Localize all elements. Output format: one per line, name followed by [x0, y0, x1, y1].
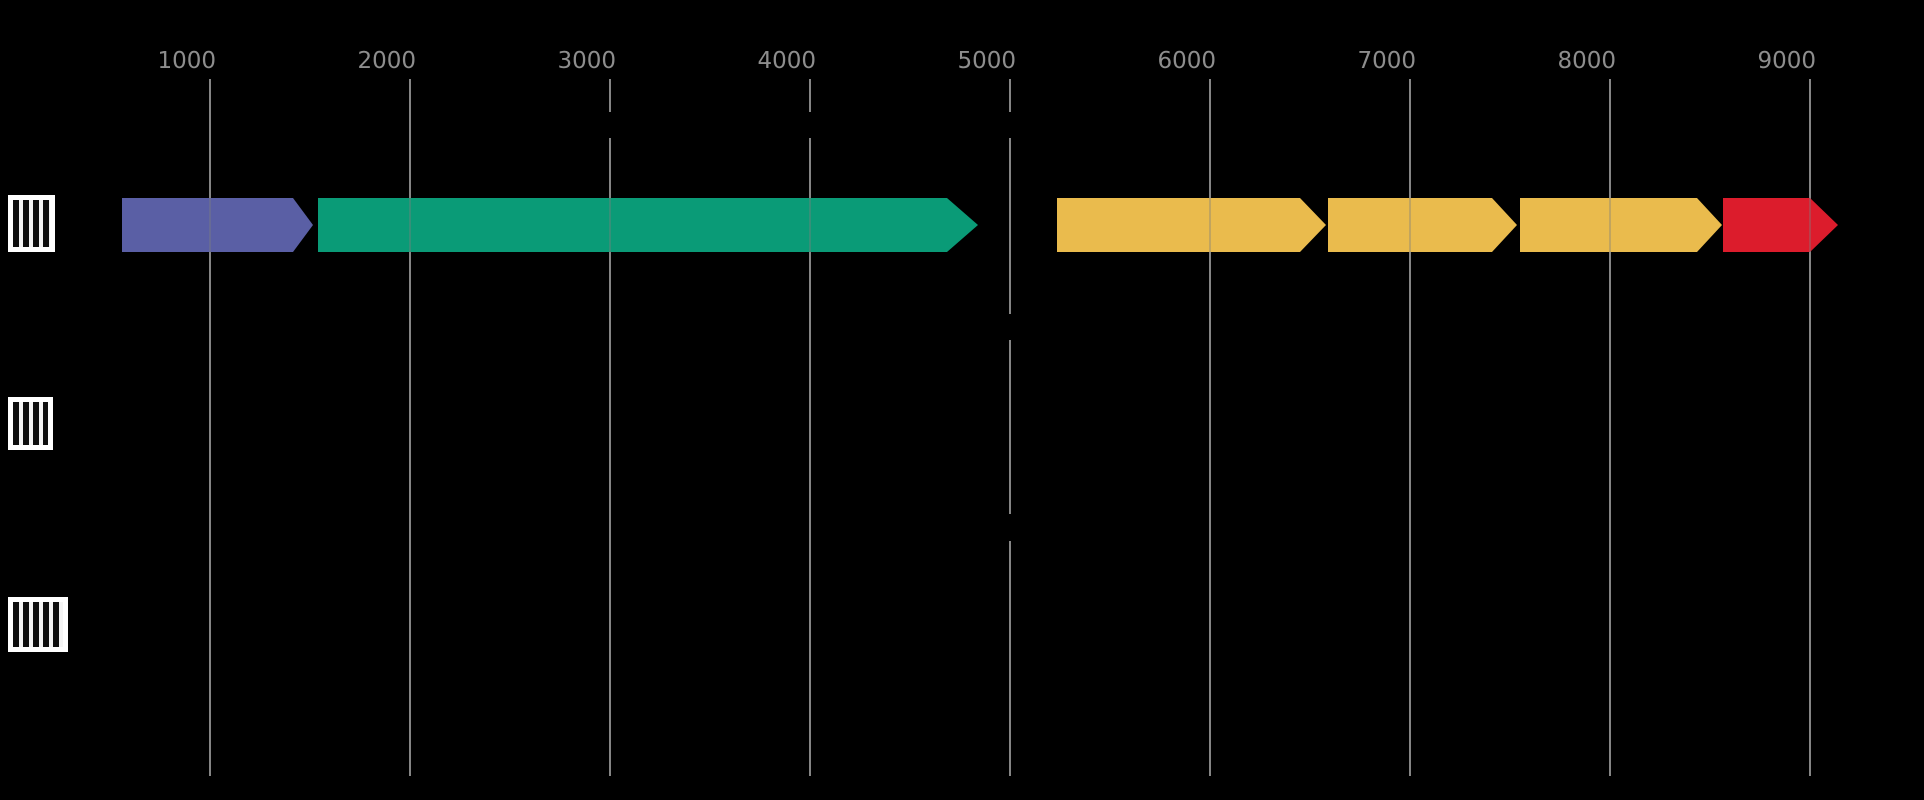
axis-tick-label-5000: 5000 — [957, 48, 1016, 74]
gridline-1000 — [209, 79, 211, 776]
gridline-3000 — [609, 79, 611, 776]
hidden-label-band-1 — [560, 112, 1060, 138]
gene-arrow-feature-4 — [1328, 198, 1517, 252]
gridline-6000 — [1209, 79, 1211, 776]
gridline-5000 — [1009, 79, 1011, 776]
hidden-label-band-2 — [960, 314, 1060, 340]
gene-arrow-feature-2 — [318, 198, 978, 252]
gene-arrow-feature-1 — [122, 198, 313, 252]
gridline-overlay-9000 — [1809, 79, 1811, 776]
gridline-7000 — [1409, 79, 1411, 776]
gridline-overlay-8000 — [1609, 79, 1611, 776]
gridline-4000 — [809, 79, 811, 776]
gridline-overlay-4000 — [809, 79, 811, 776]
track-label-glyphs-icon-1 — [8, 195, 55, 252]
track-label-glyphs-icon-2 — [8, 397, 53, 450]
track-label-glyphs-icon-3 — [8, 597, 68, 652]
gridline-overlay-1000 — [209, 79, 211, 776]
gridline-2000 — [409, 79, 411, 776]
gridline-overlay-7000 — [1409, 79, 1411, 776]
gene-arrow-feature-5 — [1520, 198, 1722, 252]
hidden-label-band-3 — [960, 514, 1060, 541]
axis-tick-label-6000: 6000 — [1157, 48, 1216, 74]
axis-tick-label-9000: 9000 — [1757, 48, 1816, 74]
gridline-overlay-2000 — [409, 79, 411, 776]
gridline-8000 — [1609, 79, 1611, 776]
axis-tick-label-3000: 3000 — [557, 48, 616, 74]
gridline-overlay-6000 — [1209, 79, 1211, 776]
gene-arrow-feature-6 — [1723, 198, 1838, 252]
axis-tick-label-2000: 2000 — [357, 48, 416, 74]
axis-tick-label-8000: 8000 — [1557, 48, 1616, 74]
axis-tick-label-1000: 1000 — [157, 48, 216, 74]
gene-arrow-feature-3 — [1057, 198, 1326, 252]
gridline-overlay-5000 — [1009, 79, 1011, 776]
axis-tick-label-7000: 7000 — [1357, 48, 1416, 74]
axis-tick-label-4000: 4000 — [757, 48, 816, 74]
gridline-9000 — [1809, 79, 1811, 776]
gridline-overlay-3000 — [609, 79, 611, 776]
